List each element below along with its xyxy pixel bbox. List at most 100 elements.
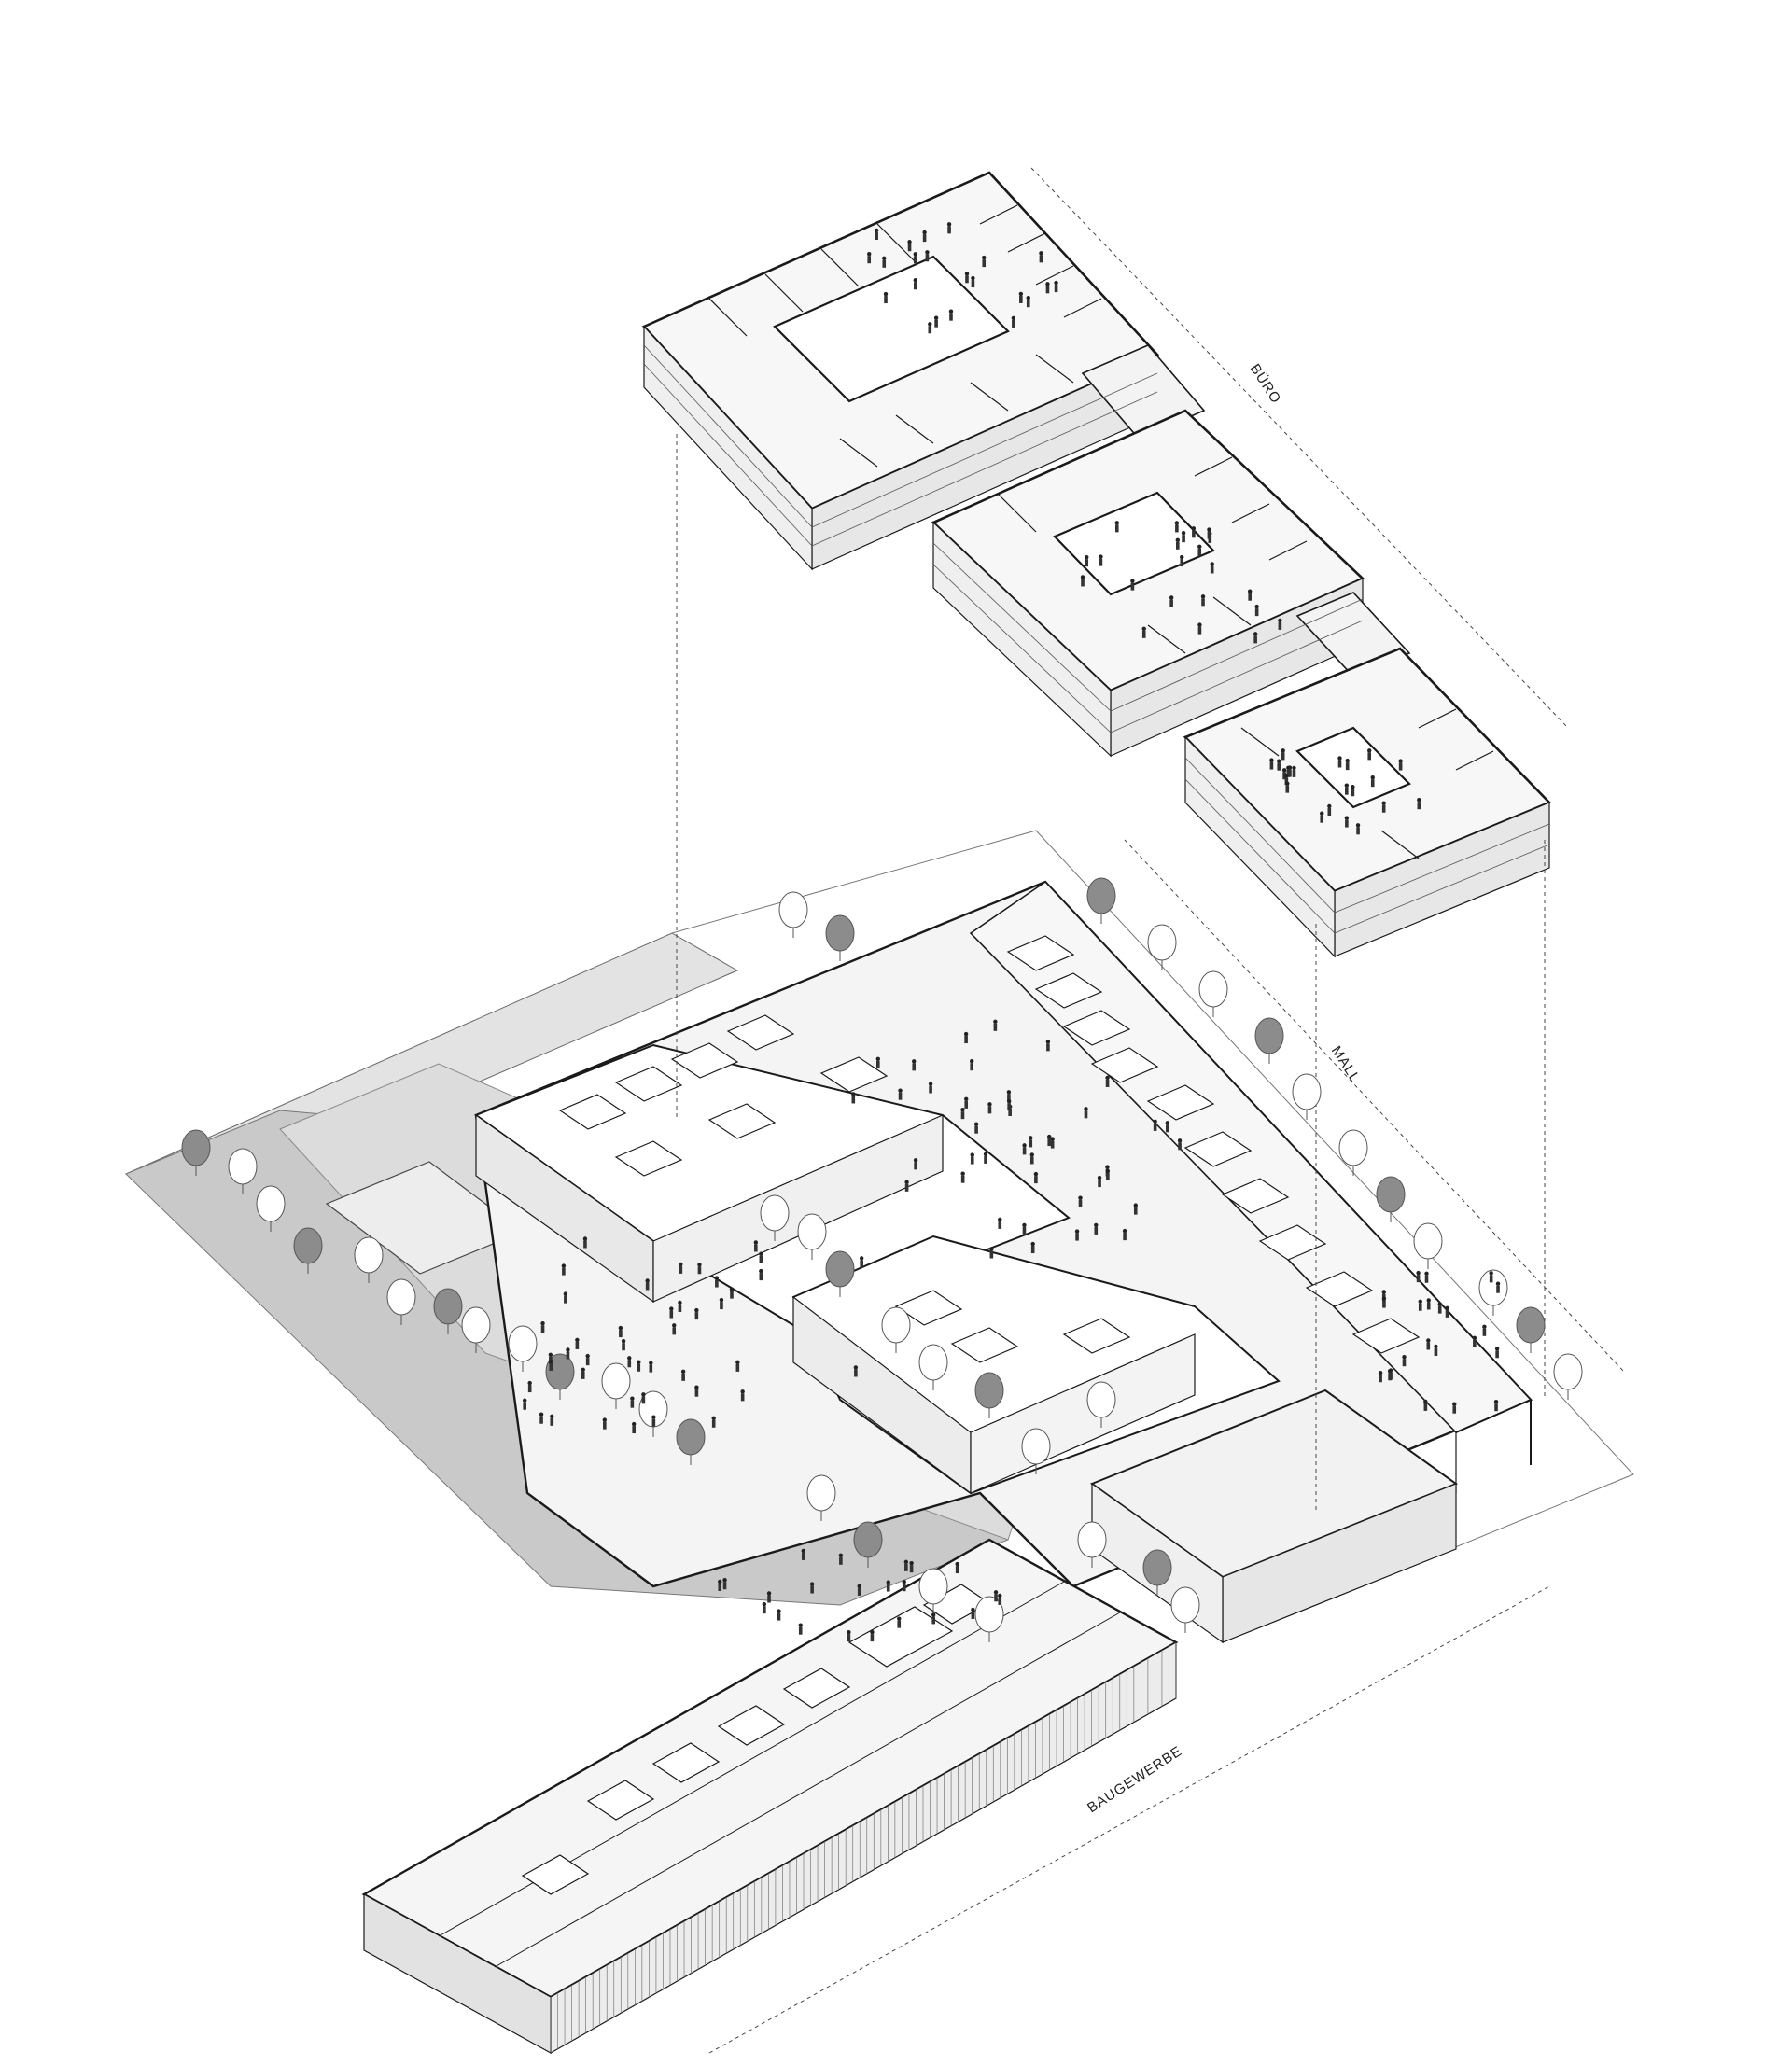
person: [1018, 291, 1024, 303]
person: [1253, 632, 1258, 644]
person: [851, 1092, 856, 1104]
person: [1175, 537, 1181, 550]
person: [1210, 562, 1214, 574]
person: [1011, 315, 1016, 328]
person: [1381, 801, 1386, 813]
person: [581, 1367, 585, 1379]
person: [1169, 595, 1174, 607]
person: [970, 1152, 974, 1165]
person: [1398, 759, 1403, 771]
person: [1133, 1203, 1138, 1215]
tree: [881, 1306, 911, 1353]
person: [875, 1056, 881, 1068]
person: [631, 1421, 637, 1434]
person: [925, 250, 930, 262]
person: [960, 1171, 965, 1183]
person: [1039, 251, 1043, 263]
person: [680, 1369, 686, 1381]
tree: [1516, 1306, 1546, 1353]
person: [897, 1616, 902, 1628]
person: [645, 1278, 650, 1291]
person: [798, 1623, 803, 1635]
person: [970, 1059, 974, 1071]
person: [928, 322, 932, 334]
person: [912, 1059, 917, 1071]
person: [1281, 748, 1285, 761]
tree: [1292, 1073, 1322, 1120]
person: [983, 1152, 988, 1164]
person: [649, 1361, 653, 1373]
person: [1247, 589, 1253, 601]
person: [903, 1559, 909, 1571]
office-block-3-courtyard: [1295, 726, 1411, 809]
person: [1074, 1229, 1080, 1241]
office-floor-lines: [643, 344, 1550, 934]
person: [964, 1096, 969, 1109]
person: [857, 1584, 861, 1596]
person: [838, 1553, 844, 1565]
tree: [1198, 970, 1228, 1017]
tree: [676, 1418, 706, 1465]
person: [722, 1578, 727, 1590]
tree: [1376, 1176, 1406, 1222]
tree: [228, 1148, 258, 1194]
person: [931, 1612, 936, 1625]
person: [740, 1389, 745, 1402]
tree: [181, 1129, 211, 1176]
person: [898, 1088, 903, 1100]
person: [1197, 544, 1202, 556]
person: [1320, 811, 1324, 823]
person: [998, 1217, 1002, 1229]
person: [1105, 1168, 1111, 1181]
construction-facade-hatch: [550, 1642, 1177, 2053]
person: [964, 272, 970, 284]
person: [561, 1263, 567, 1276]
person: [867, 252, 872, 264]
tree: [545, 1353, 575, 1400]
person: [1423, 1399, 1428, 1411]
people: [522, 222, 1501, 1642]
person: [1080, 575, 1085, 587]
tree: [825, 1250, 855, 1297]
office-block-1-courtyard: [773, 255, 1010, 403]
person: [540, 1321, 545, 1333]
person: [1281, 768, 1287, 780]
person: [904, 1180, 909, 1192]
person: [1277, 759, 1281, 771]
person: [621, 1338, 626, 1351]
tree: [1338, 1129, 1368, 1176]
person: [672, 1323, 677, 1335]
tree: [825, 914, 855, 961]
person: [960, 1107, 965, 1120]
person: [1418, 1299, 1422, 1311]
person: [1181, 530, 1186, 543]
person: [859, 1256, 864, 1268]
person: [928, 1082, 933, 1094]
person: [549, 1359, 553, 1371]
tree: [918, 1344, 948, 1390]
person: [651, 1415, 656, 1427]
person: [1197, 622, 1202, 635]
person: [1078, 1195, 1083, 1207]
person: [637, 1360, 641, 1372]
person: [627, 1356, 632, 1368]
person: [1489, 1271, 1493, 1283]
tree: [1254, 1017, 1284, 1064]
office-block-2-courtyard: [1053, 491, 1215, 596]
person: [946, 222, 952, 234]
person: [1434, 1344, 1438, 1357]
person: [1180, 554, 1184, 567]
person: [1085, 554, 1089, 567]
person: [913, 1158, 918, 1170]
office-block-1-side: [643, 325, 813, 571]
person: [585, 1353, 590, 1366]
person: [1292, 765, 1296, 777]
person: [563, 1291, 568, 1304]
person: [1472, 1335, 1477, 1347]
person: [759, 1251, 763, 1263]
person: [963, 1031, 969, 1044]
person: [1050, 1137, 1055, 1149]
person: [1099, 554, 1103, 566]
person: [1278, 618, 1282, 630]
person: [853, 1365, 859, 1377]
